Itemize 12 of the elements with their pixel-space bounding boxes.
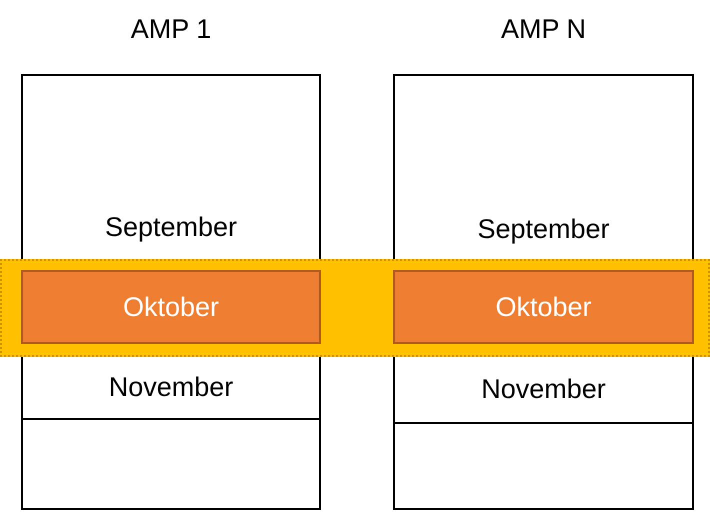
- column-heading: AMP N: [500, 14, 588, 45]
- month-cell: November: [393, 357, 694, 422]
- month-cell: November: [21, 357, 321, 418]
- empty-cell: [21, 418, 321, 510]
- month-cell: September: [393, 200, 694, 259]
- highlighted-month-cell: Oktober: [393, 270, 694, 344]
- empty-cell: [21, 74, 321, 198]
- empty-cell: [393, 422, 694, 510]
- column-heading: AMP 1: [130, 14, 212, 45]
- month-cell: September: [21, 196, 321, 259]
- empty-cell: [393, 74, 694, 202]
- highlighted-month-cell: Oktober: [21, 270, 321, 344]
